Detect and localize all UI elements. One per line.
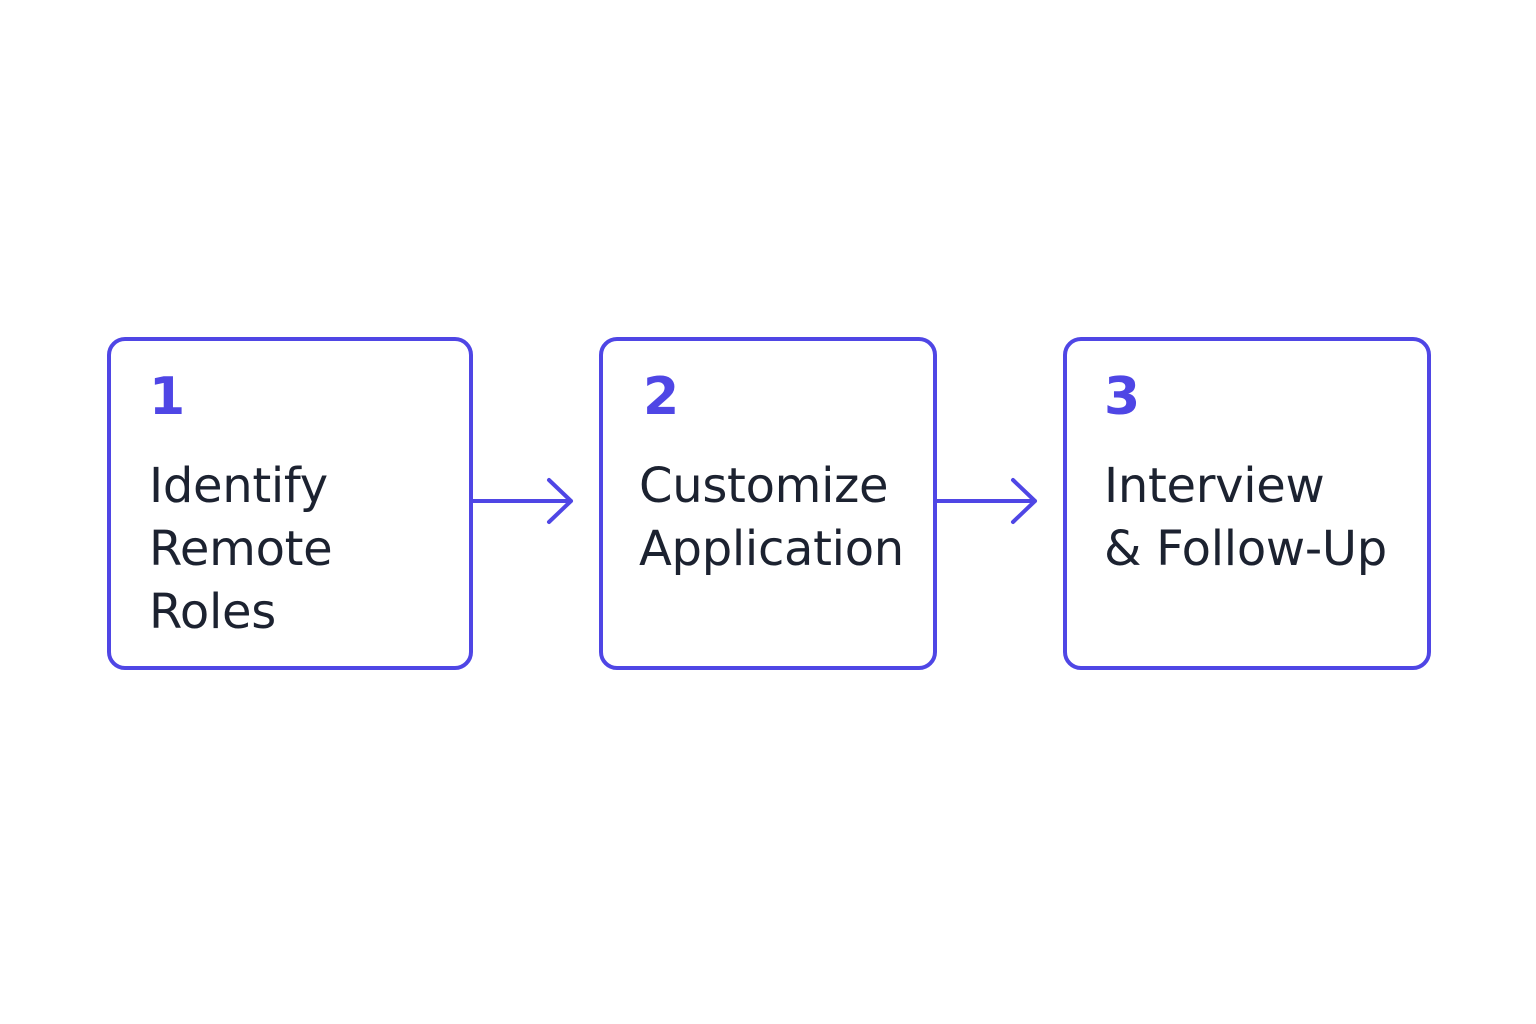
step-box-3: 3 Interview & Follow-Up	[1063, 337, 1431, 670]
step-title-line: & Follow-Up	[1104, 521, 1387, 577]
step-box-2: 2 Customize Application	[599, 337, 937, 670]
step-number-3: 3	[1104, 367, 1141, 427]
arrow-right-icon	[935, 478, 1037, 524]
step-number-1: 1	[149, 367, 186, 427]
step-title-3: Interview & Follow-Up	[1104, 455, 1387, 581]
step-title-1: Identify Remote Roles	[149, 455, 333, 644]
connector-2-3	[935, 478, 1037, 524]
connector-1-2	[471, 478, 573, 524]
step-title-line: Interview	[1104, 458, 1325, 514]
step-title-line: Customize	[639, 458, 889, 514]
step-number-2: 2	[643, 367, 680, 427]
step-title-line: Identify	[149, 458, 328, 514]
step-title-line: Application	[639, 521, 904, 577]
arrow-right-icon	[471, 478, 573, 524]
step-title-2: Customize Application	[639, 455, 904, 581]
step-box-1: 1 Identify Remote Roles	[107, 337, 473, 670]
step-title-line: Roles	[149, 584, 276, 640]
step-title-line: Remote	[149, 521, 333, 577]
